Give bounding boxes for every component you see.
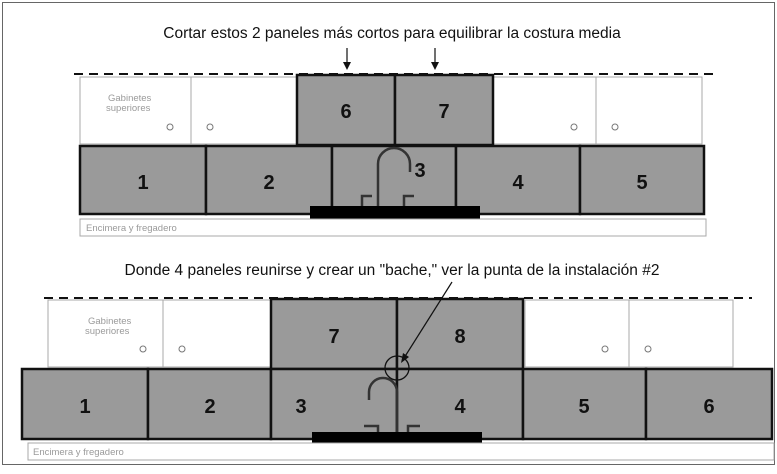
top-knob-3	[570, 123, 578, 131]
top-upper-cabinet-1	[79, 76, 192, 145]
bottom-upper-cabinet-3	[524, 299, 630, 368]
top-counter-label: Encimera y fregadero	[86, 223, 177, 234]
bottom-knob-3	[601, 345, 609, 353]
bottom-counter-label: Encimera y fregadero	[33, 447, 124, 458]
top-base-panel-2	[204, 144, 334, 216]
top-upper-panel-7-label: 7	[438, 101, 449, 123]
bottom-base-panel-3-label: 3	[295, 396, 306, 418]
top-base-panel-3	[330, 144, 458, 216]
top-base-panel-4	[454, 144, 582, 216]
top-upper-panel-7	[393, 73, 495, 147]
top-faucet-icon	[360, 146, 414, 206]
top-caption: Cortar estos 2 paneles más cortos para e…	[163, 25, 621, 42]
top-base-panel-3-label: 3	[414, 160, 425, 182]
top-base-panel-5-label: 5	[636, 172, 647, 194]
bottom-knob-1	[139, 345, 147, 353]
top-arrow-left	[343, 48, 351, 70]
bump-highlight-circle	[384, 355, 410, 381]
bottom-caption: Donde 4 paneles reunirse y crear un "bac…	[125, 262, 660, 279]
bottom-cabinets-label-line1: Gabinetes	[88, 316, 132, 327]
bottom-base-panel-6	[644, 367, 774, 441]
bottom-knob-4	[644, 345, 652, 353]
top-knob-4	[611, 123, 619, 131]
bottom-base-panel-5-label: 5	[578, 396, 589, 418]
figure-frame	[2, 2, 775, 465]
top-knob-1	[166, 123, 174, 131]
top-base-panel-4-label: 4	[512, 172, 524, 194]
bottom-upper-panel-8-label: 8	[454, 326, 465, 348]
bottom-base-panel-1-label: 1	[79, 396, 90, 418]
top-knob-2	[206, 123, 214, 131]
bottom-base-panel-4-label: 4	[454, 396, 466, 418]
bottom-knob-2	[178, 345, 186, 353]
bottom-faucet-icon	[364, 376, 420, 433]
top-upper-cabinet-4	[595, 76, 703, 145]
bottom-base-panel-2	[146, 367, 273, 441]
top-sink-icon	[310, 206, 480, 219]
top-cabinets-label-line1: Gabinetes	[108, 93, 152, 104]
bottom-cabinets-label-line2: superiores	[85, 326, 130, 337]
top-base-panel-2-label: 2	[263, 172, 274, 194]
bottom-base-panel-6-label: 6	[703, 396, 714, 418]
top-upper-panel-6-label: 6	[340, 101, 351, 123]
top-arrow-right	[431, 48, 439, 70]
bottom-sink-icon	[312, 432, 482, 443]
top-base-panel-1	[78, 144, 208, 216]
top-upper-cabinet-3	[492, 76, 597, 145]
top-upper-cabinet-2	[190, 76, 298, 145]
bottom-upper-panel-8	[395, 297, 525, 371]
top-cabinets-label-line2: superiores	[106, 103, 151, 114]
top-base-panel-5	[578, 144, 706, 216]
top-base-panel-1-label: 1	[137, 172, 148, 194]
bump-arrow	[401, 281, 453, 363]
bottom-upper-cabinet-4	[628, 299, 734, 368]
bottom-base-panel-2-label: 2	[204, 396, 215, 418]
bottom-upper-cabinet-2	[162, 299, 272, 368]
bottom-base-panel-5	[521, 367, 648, 441]
bottom-countertop	[27, 442, 775, 461]
top-countertop	[79, 218, 707, 237]
bottom-upper-panel-7-label: 7	[328, 326, 339, 348]
